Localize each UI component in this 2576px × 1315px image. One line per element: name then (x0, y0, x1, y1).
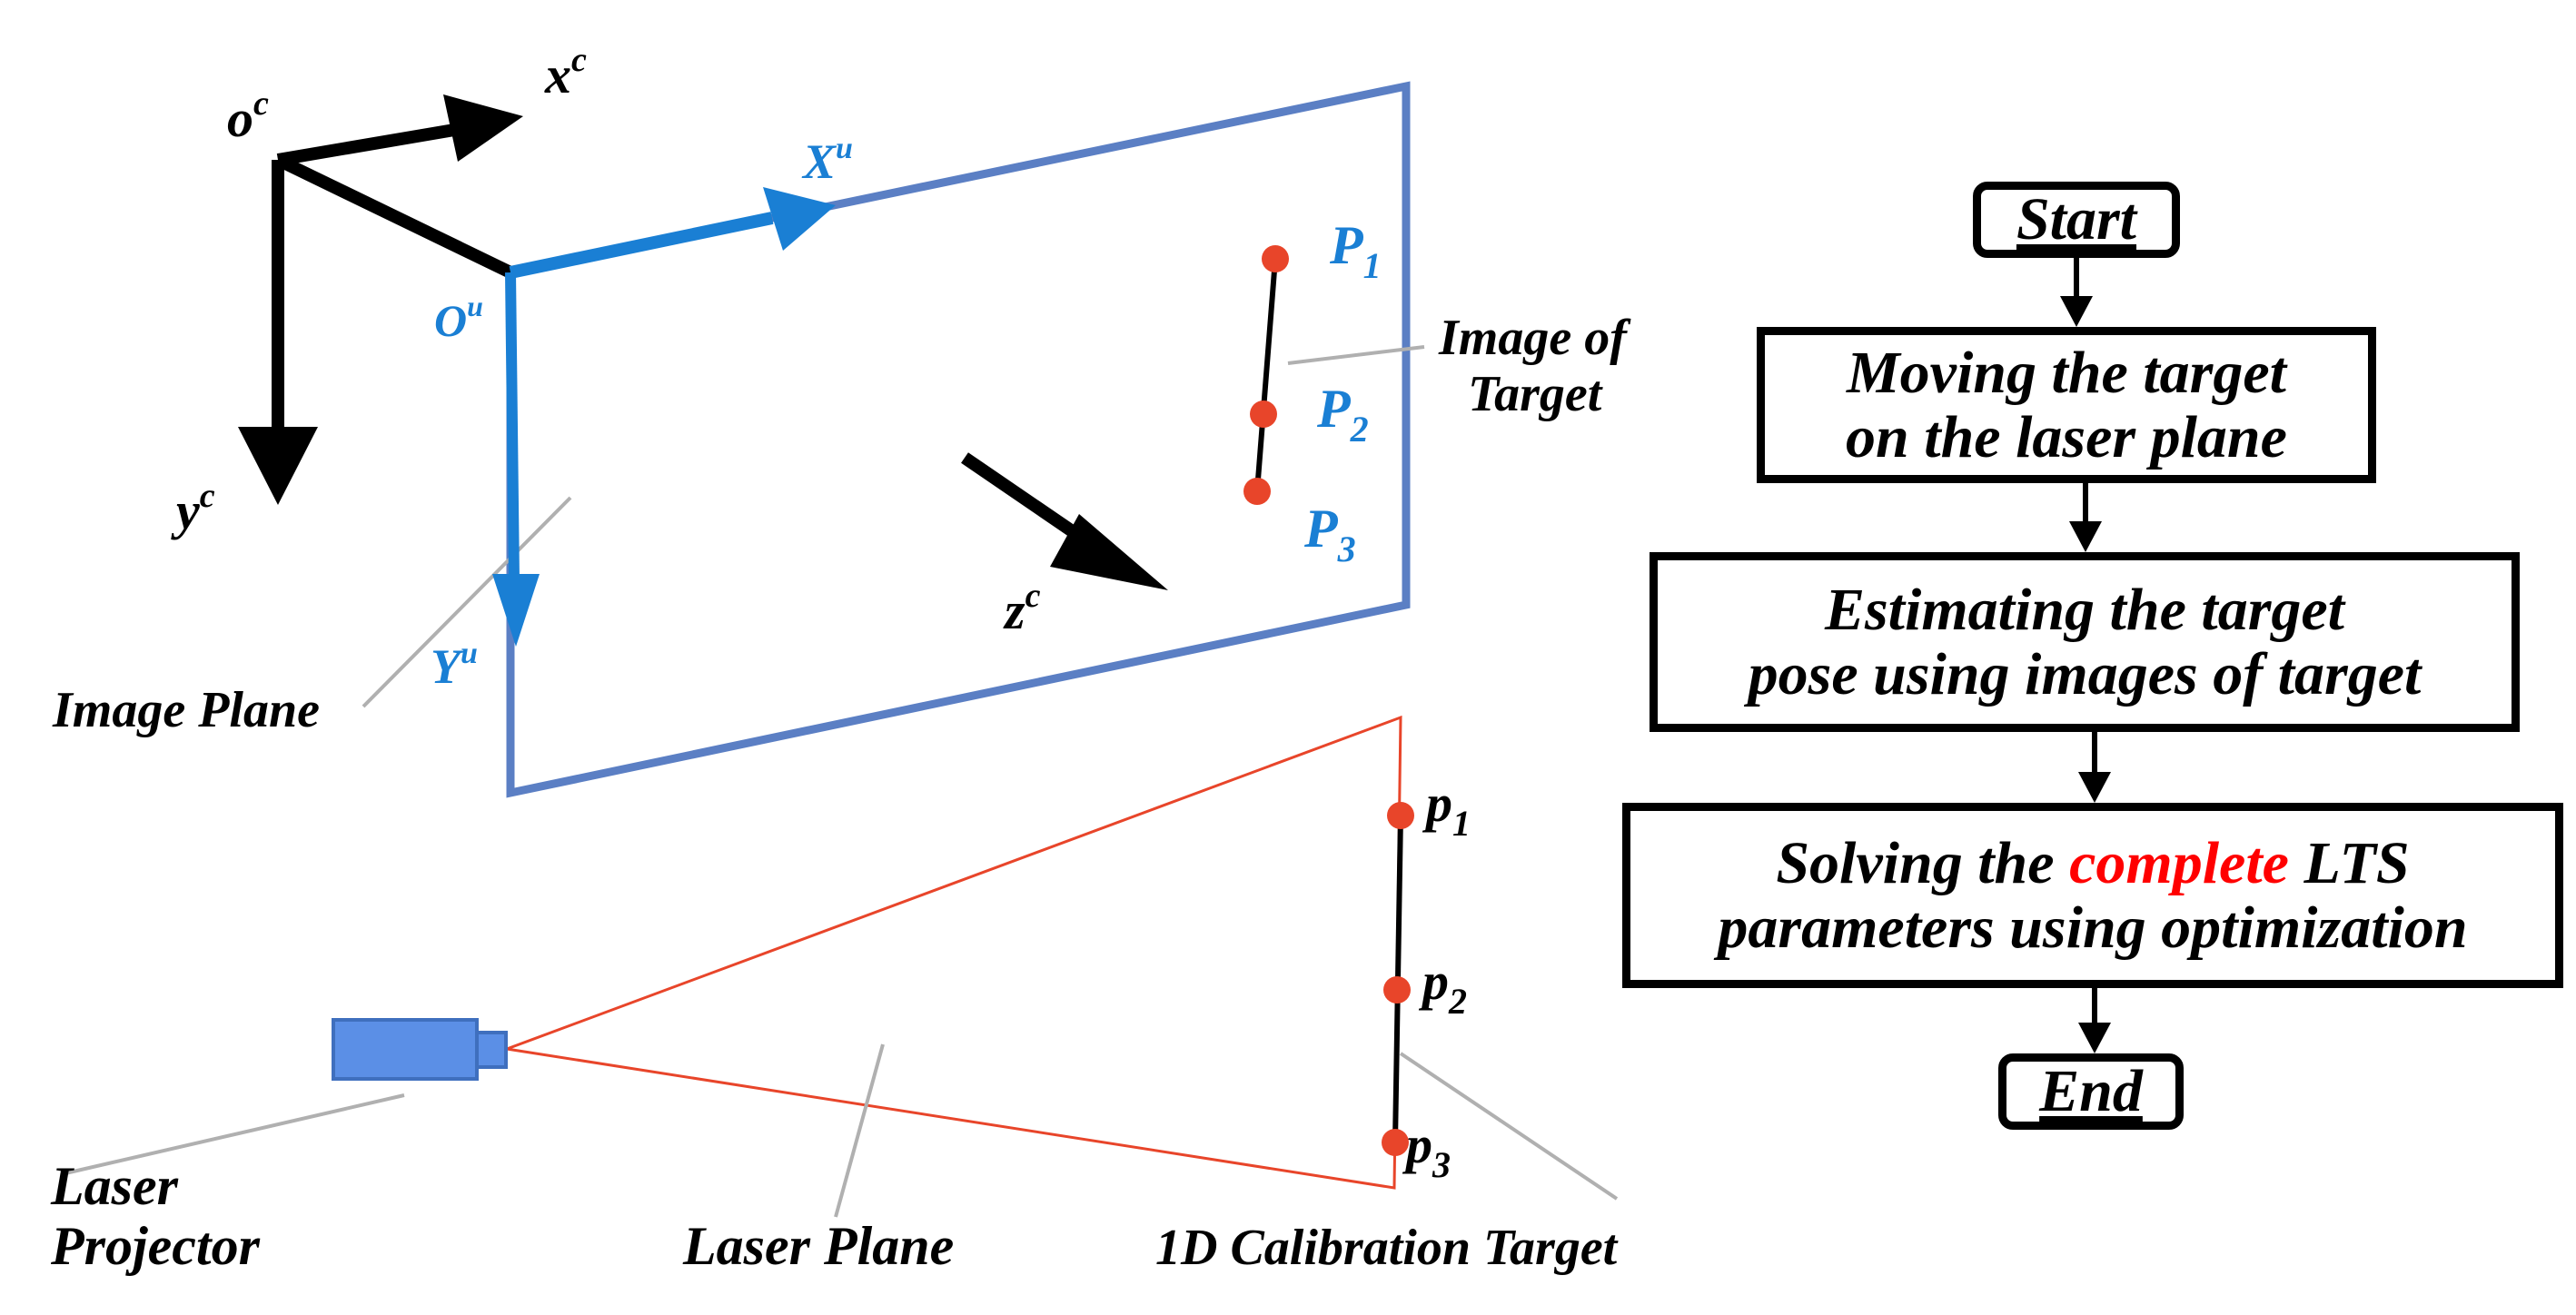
camera-axis-x (276, 123, 461, 166)
leader-laser-projector (64, 1093, 405, 1175)
flowchart-end-label: End (2039, 1058, 2143, 1125)
target-point-p3 (1382, 1129, 1409, 1156)
flowchart-start-label: Start (2016, 186, 2137, 253)
image-target-line (1254, 258, 1278, 492)
camera-axis-z-arrowhead (1050, 514, 1168, 590)
image-axis-y (505, 272, 520, 582)
flowchart-end: End (1998, 1053, 2184, 1130)
flowchart-step-2: Estimating the target pose using images … (1650, 552, 2520, 732)
target-point-p1 (1387, 802, 1414, 829)
laser-plane (501, 715, 1402, 1190)
camera-z-label: zc (1003, 577, 1041, 640)
calibration-target-label: 1D Calibration Target (1155, 1220, 1619, 1276)
image-origin-label: Ou (434, 290, 483, 346)
camera-origin-label: oc (227, 84, 269, 148)
leader-image-plane (362, 496, 572, 708)
image-x-label: Xu (801, 132, 853, 189)
flowchart-step-1-text: Moving the target on the laser plane (1846, 339, 2287, 470)
flowchart-step-3-text: Solving the complete LTS parameters usin… (1718, 829, 2468, 961)
laser-projector-body (332, 1018, 479, 1081)
camera-x-label: xc (544, 41, 587, 104)
leader-image-of-target (1287, 345, 1425, 365)
laser-projector-lens (475, 1031, 508, 1069)
flowchart-connectors (2060, 256, 2111, 1053)
target-point-p1-label: p1 (1422, 774, 1471, 844)
image-point-P3-label: P3 (1303, 499, 1356, 569)
flowchart-start: Start (1973, 182, 2180, 258)
camera-axis-x-arrowhead (443, 94, 523, 162)
laser-plane-label: Laser Plane (682, 1216, 954, 1276)
flowchart-step-3: Solving the complete LTS parameters usin… (1622, 803, 2563, 988)
highlight-complete: complete (2069, 829, 2289, 896)
image-axis-y-arrowhead (492, 574, 540, 647)
leader-laser-plane (834, 1043, 885, 1218)
laser-projector-label-line2: Projector (50, 1216, 261, 1276)
image-axis-x-arrowhead (763, 187, 836, 251)
image-of-target-label-line1: Image of (1438, 310, 1631, 366)
image-axis-x (509, 212, 774, 279)
image-of-target-label-line2: Target (1468, 366, 1603, 422)
flowchart-step-2-text: Estimating the target pose using images … (1748, 576, 2422, 707)
image-plane-label: Image Plane (52, 682, 320, 738)
laser-projector-label-line1: Laser (50, 1156, 179, 1216)
camera-axis-y-arrowhead (238, 427, 318, 505)
image-point-P1-label: P1 (1329, 215, 1382, 286)
target-point-p2 (1383, 976, 1411, 1004)
image-plane (506, 81, 1411, 798)
camera-axis-to-image-origin (274, 153, 514, 279)
image-point-P2-label: P2 (1316, 379, 1369, 450)
camera-y-label: yc (171, 477, 215, 540)
image-y-label: Yu (431, 637, 478, 694)
image-point-P2 (1250, 400, 1277, 428)
target-point-p3-label: p3 (1402, 1115, 1451, 1185)
flowchart-step-1: Moving the target on the laser plane (1757, 327, 2376, 483)
target-point-p2-label: p2 (1418, 952, 1467, 1022)
image-point-P1 (1262, 245, 1289, 272)
leader-calibration-target (1399, 1052, 1619, 1201)
image-point-P3 (1243, 478, 1271, 505)
